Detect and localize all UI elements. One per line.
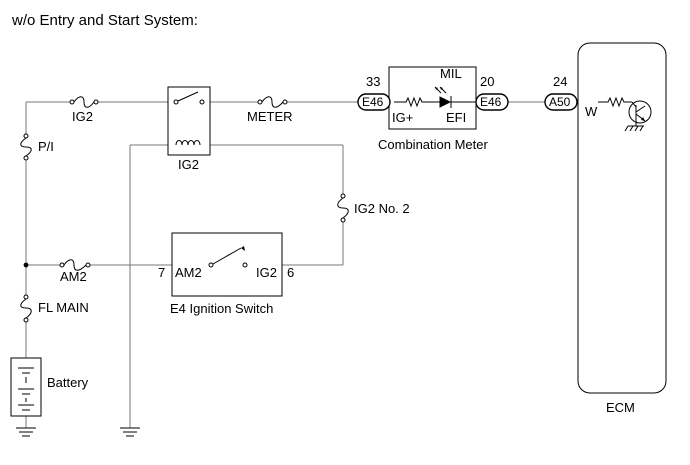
fuse-ig2: IG2 — [69, 96, 99, 124]
fuse-meter-label: METER — [247, 109, 293, 124]
meter-pin-out: 20 — [480, 74, 494, 89]
wires — [25, 101, 598, 428]
diagram-title: w/o Entry and Start System: — [11, 12, 198, 29]
fuse-ig2-no2: IG2 No. 2 — [337, 193, 410, 223]
meter-efi-label: EFI — [446, 110, 466, 125]
ign-name: E4 Ignition Switch — [170, 301, 273, 316]
meter-mil-label: MIL — [440, 66, 462, 81]
fuse-fl-main-label: FL MAIN — [38, 300, 89, 315]
fuse-ig2-no2-label: IG2 No. 2 — [354, 201, 410, 216]
fuse-am2-label: AM2 — [60, 269, 87, 284]
meter-ig-plus-label: IG+ — [392, 110, 413, 125]
ground-icon — [120, 427, 140, 437]
ground-icon — [16, 427, 36, 437]
ecm-box: W ECM — [577, 42, 667, 415]
junction-dot — [23, 262, 29, 268]
meter-pin-in: 33 — [366, 74, 380, 89]
connector-a50: 24 A50 — [544, 74, 578, 111]
ign-pin-ig2: IG2 — [256, 265, 277, 280]
ecm-wire-color: W — [585, 104, 598, 119]
ig2-relay: IG2 — [167, 86, 211, 172]
ign-pin-am2: AM2 — [175, 265, 202, 280]
battery-label: Battery — [47, 375, 89, 390]
ecm-pin: 24 — [553, 74, 567, 89]
fuse-am2: AM2 — [59, 259, 91, 284]
ecm-connector: A50 — [549, 95, 571, 109]
meter-connector-in: E46 — [362, 95, 384, 109]
meter-name: Combination Meter — [378, 137, 488, 152]
connector-e46-out: 20 E46 — [475, 74, 509, 111]
fuse-ig2-label: IG2 — [72, 109, 93, 124]
fuse-fl-main: FL MAIN — [20, 294, 89, 323]
relay-label: IG2 — [178, 157, 199, 172]
combination-meter: MIL IG+ EFI Combination Meter — [378, 66, 488, 152]
ign-pin-ig2-num: 6 — [287, 265, 294, 280]
ignition-switch: 7 AM2 IG2 6 E4 Ignition Switch — [158, 232, 294, 316]
fuse-meter: METER — [247, 96, 293, 124]
battery: Battery — [10, 357, 89, 417]
connector-e46-in: 33 E46 — [357, 74, 391, 111]
ecm-name: ECM — [606, 400, 635, 415]
fuse-pi-label: P/I — [38, 139, 54, 154]
meter-connector-out: E46 — [480, 95, 502, 109]
ign-pin-am2-num: 7 — [158, 265, 165, 280]
fuse-pi: P/I — [20, 133, 54, 161]
